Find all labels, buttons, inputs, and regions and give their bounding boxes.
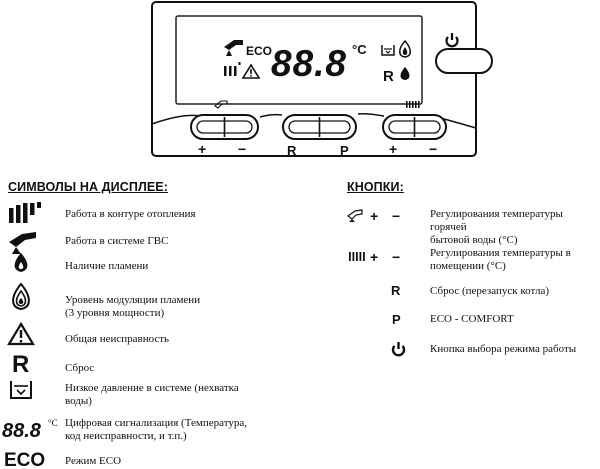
r-key-icon: R — [391, 283, 401, 298]
lcd-display — [175, 15, 423, 105]
symbol-text-flame-levels: Уровень модуляции пламени (3 уровня мощн… — [65, 294, 201, 319]
r-key-label: R — [287, 143, 297, 158]
symbol-text-fault: Общая неисправность — [65, 333, 170, 345]
flame-levels-icon — [12, 282, 30, 311]
flame-icon — [14, 253, 28, 272]
radiator-small-icon — [406, 101, 420, 108]
radiator-icon — [9, 202, 41, 223]
warning-icon — [7, 321, 35, 346]
symbol-text-flame: Наличие пламени — [65, 260, 149, 272]
digits-unit: °C — [48, 418, 58, 428]
radiator-plus-minus-icon — [349, 252, 365, 261]
heating-plus-label: + — [389, 141, 397, 157]
dhw-plus-label: + — [198, 141, 206, 157]
symbol-text-reset: Сброс — [65, 362, 95, 374]
symbols-icon-column: R 88.8 °C ECO — [2, 202, 58, 469]
button-text-dhw: Регулирования температуры горячей бытово… — [430, 208, 563, 246]
p-key-label: P — [340, 143, 349, 158]
buttons-section-title: КНОПКИ: — [347, 180, 404, 194]
lcd-warning-icon — [241, 63, 261, 79]
button-text-eco-comfort: ECO - COMFORT — [430, 313, 514, 325]
symbol-text-heating: Работа в контуре отопления — [65, 208, 196, 220]
button-text-mode: Кнопка выбора режима работы — [430, 343, 577, 355]
lcd-digits: 88.8 — [271, 43, 347, 84]
lcd-reset-letter: R — [383, 68, 394, 85]
symbols-section-title: СИМВОЛЫ НА ДИСПЛЕЕ: — [8, 180, 168, 194]
lcd-flame-icon — [400, 67, 410, 80]
lcd-flame-levels-icon — [399, 39, 411, 58]
heating-minus-label: − — [429, 141, 437, 157]
boiler-control-panel: ECO 88.8 °C R + − — [151, 1, 493, 158]
lcd-hot-water-icon — [224, 40, 243, 56]
symbol-text-eco: Режим ECO — [65, 455, 122, 467]
dhw-minus-label: − — [238, 141, 246, 157]
power-icon — [445, 33, 459, 48]
reset-r-icon: R — [12, 351, 29, 378]
button-text-reset: Сброс (перезапуск котла) — [430, 285, 550, 297]
power-button[interactable] — [435, 48, 493, 74]
low-pressure-icon — [10, 381, 32, 399]
lcd-unit: °C — [352, 42, 367, 57]
digits-icon: 88.8 — [2, 420, 42, 442]
panel-wave-line — [151, 113, 477, 129]
radiator-minus: − — [392, 249, 400, 265]
buttons-icon-column: + − + − R P — [346, 208, 406, 357]
lcd-low-pressure-icon — [381, 45, 395, 56]
power-icon — [391, 342, 406, 357]
tap-small-icon — [214, 100, 228, 109]
tap-plus: + — [370, 208, 378, 224]
p-key-icon: P — [392, 312, 401, 327]
tap-minus: − — [392, 208, 400, 224]
lcd-radiator-icon — [224, 62, 241, 76]
eco-icon: ECO — [4, 450, 45, 469]
symbol-text-digits: Цифровая сигнализация (Температура, код … — [65, 417, 247, 442]
radiator-plus: + — [370, 249, 378, 265]
symbol-text-low-pressure: Низкое давление в системе (нехватка воды… — [65, 382, 239, 407]
button-text-heating: Регулирования температуры в помещении (°… — [430, 247, 571, 272]
symbol-text-dhw: Работа в системе ГВС — [65, 235, 169, 247]
hot-water-tap-icon — [9, 232, 36, 254]
tap-plus-minus-icon — [346, 209, 363, 222]
lcd-eco-label: ECO — [246, 44, 272, 58]
